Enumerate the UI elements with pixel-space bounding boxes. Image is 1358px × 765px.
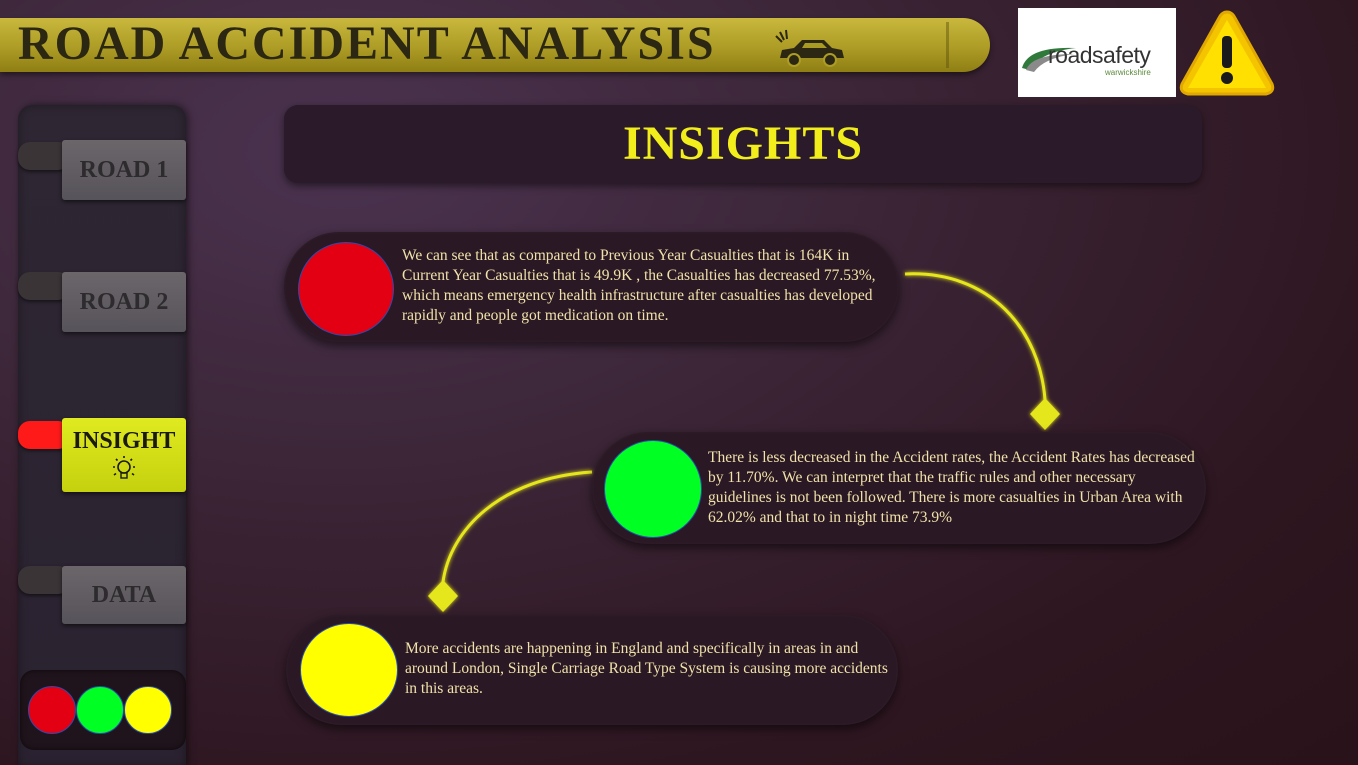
swoosh-icon [1022, 47, 1076, 72]
connector-arrow-1 [904, 272, 1047, 401]
sidebar-item-road-1[interactable]: ROAD 1 [62, 140, 186, 200]
logo-text-safety: safety [1092, 42, 1151, 68]
page-app-title: ROAD ACCIDENT ANALYSIS [18, 17, 716, 70]
insight-card-1: We can see that as compared to Previous … [284, 232, 899, 342]
nav-tab-road-2 [18, 272, 70, 300]
nav-tab-data [18, 566, 70, 594]
sidebar-item-data[interactable]: DATA [62, 566, 186, 624]
insight-text-2: There is less decreased in the Accident … [708, 449, 1195, 526]
insight-dot-yellow [300, 623, 398, 717]
insight-text-3: More accidents are happening in England … [405, 640, 888, 697]
logo-subtitle: warwickshire [1105, 68, 1151, 77]
logo-text-road: road [1048, 42, 1093, 68]
nav-tab-insight-active [18, 421, 70, 449]
page-title: INSIGHTS [622, 117, 864, 170]
crashed-car-icon [775, 29, 844, 67]
connector-diamond-1 [1030, 398, 1060, 430]
sidebar-item-road-2[interactable]: ROAD 2 [62, 272, 186, 332]
sidebar-item-insight-label: INSIGHT [72, 428, 176, 454]
road-safety-logo: roadsafety warwickshire [1018, 8, 1176, 97]
lightbulb-icon [113, 456, 135, 479]
insights-header: INSIGHTS [284, 105, 1202, 183]
traffic-light-panel [20, 670, 186, 750]
connector-diamond-2 [428, 580, 458, 612]
insight-card-3: More accidents are happening in England … [286, 615, 898, 725]
warning-triangle-icon [1179, 10, 1275, 96]
traffic-light-green [76, 686, 124, 734]
insight-dot-red [298, 242, 394, 336]
sidebar-item-insight[interactable]: INSIGHT [62, 418, 186, 492]
insight-card-2: There is less decreased in the Accident … [592, 432, 1206, 544]
insight-dot-green [604, 440, 702, 538]
insight-text-1: We can see that as compared to Previous … [402, 247, 876, 324]
traffic-light-yellow [124, 686, 172, 734]
nav-tab-road-1 [18, 142, 70, 170]
connector-arrow-2 [441, 470, 593, 583]
traffic-light-red [28, 686, 76, 734]
